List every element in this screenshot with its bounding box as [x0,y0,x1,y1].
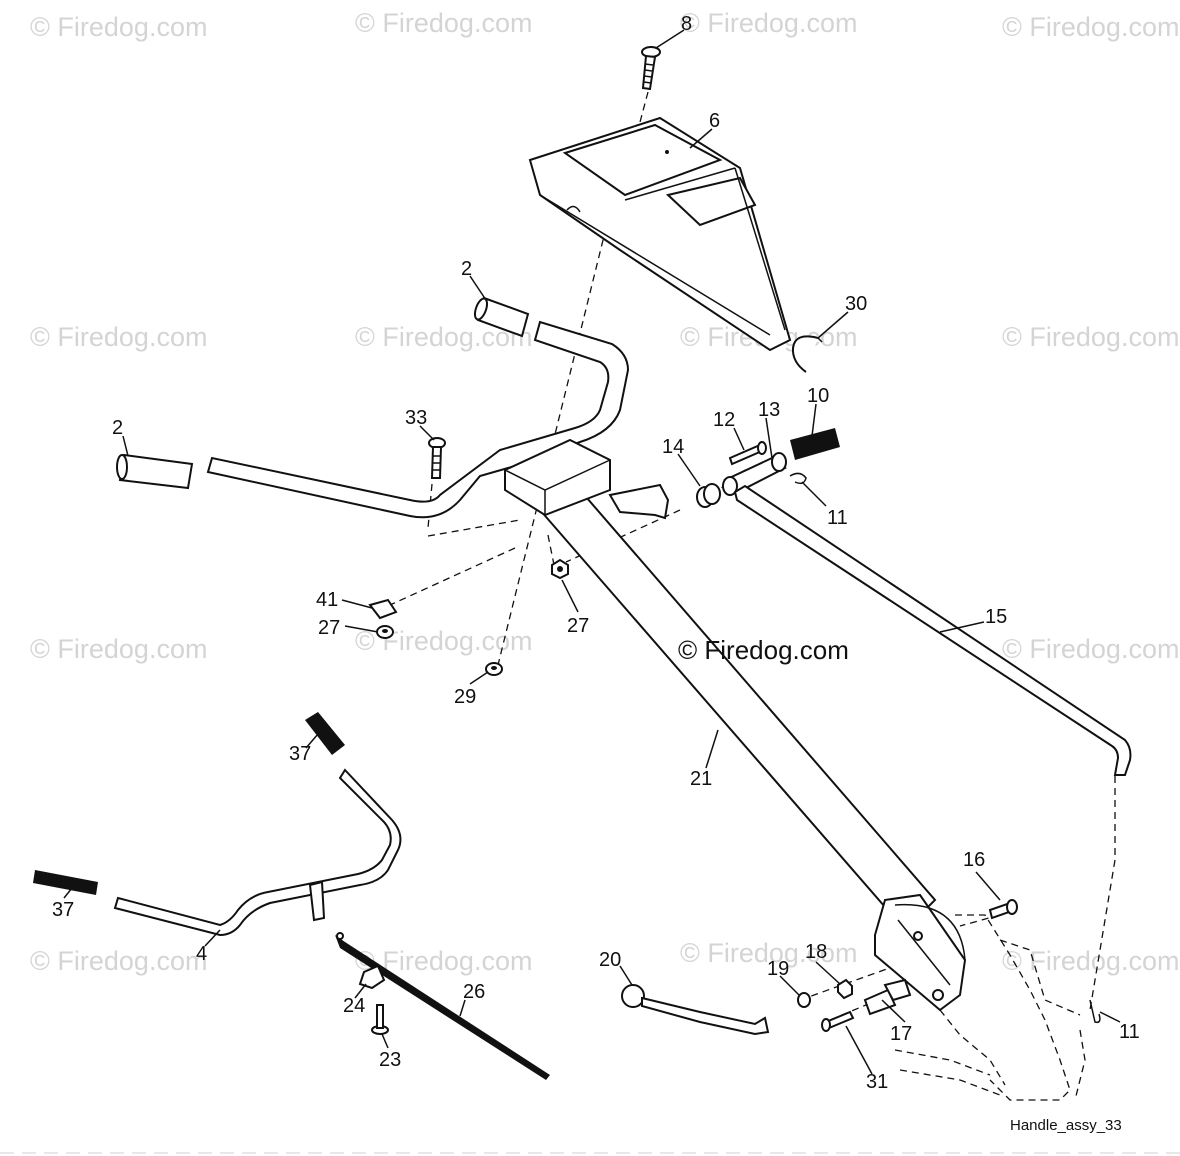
callout-18: 18 [805,941,827,963]
callout-24: 24 [343,995,365,1017]
drive-lever-part-4 [113,768,402,937]
callout-15: 15 [985,606,1007,628]
callout-17: 17 [890,1023,912,1045]
callout-27: 27 [318,617,340,639]
cable-clip-part-41 [368,598,398,620]
callout-27: 27 [567,615,589,637]
carriage-bolt-part-33 [428,437,446,479]
watermark: © Firedog.com [30,12,207,42]
watermark: © Firedog.com [1002,946,1179,976]
shift-lever-part-20 [621,984,770,1036]
watermark: © Firedog.com [680,938,857,968]
callout-37: 37 [289,743,311,765]
clip-part-30 [791,335,823,373]
shift-rod-part-15 [733,484,1132,776]
callout-23: 23 [379,1049,401,1071]
upper-handlebar-tube [206,320,630,519]
pin-part-11-upper [789,472,807,485]
nut-part-27-left [376,625,394,639]
watermark: © Firedog.com [30,946,207,976]
callout-41: 41 [316,589,338,611]
leader-lines [63,29,1121,1075]
callout-31: 31 [866,1071,888,1093]
callout-21: 21 [690,768,712,790]
washer-part-19 [797,992,811,1008]
callout-13: 13 [758,399,780,421]
grip-part-2-left [116,453,194,490]
callout-11: 11 [827,507,848,529]
bracket-part-17 [863,978,912,1016]
callout-4: 4 [196,943,207,965]
watermark: © Firedog.com [355,8,532,38]
callout-11: 11 [1119,1021,1140,1043]
bolt-part-8 [641,46,661,91]
nut-part-27-right [551,558,569,580]
callout-12: 12 [713,409,735,431]
spacer-part-14 [696,483,721,508]
grip-part-37-upper [305,712,345,755]
console-cover-part-6 [528,116,792,352]
bolt-part-23 [371,1004,389,1035]
callout-8: 8 [681,13,692,35]
nut-part-18 [837,978,853,1000]
grip-part-37-left [33,870,98,895]
tiller-frame-outline [894,914,1086,1101]
watermark: © Firedog.com [1002,12,1179,42]
diagram-caption: Handle_assy_33 [1010,1117,1122,1134]
callout-37: 37 [52,899,74,921]
nut-part-29 [485,662,503,676]
callout-30: 30 [845,293,867,315]
bolt-part-12 [728,441,767,466]
shift-knob-grip-part-10 [790,428,840,460]
grip-part-2-upper [473,296,530,338]
watermark: © Firedog.com [1002,634,1179,664]
callout-14: 14 [662,436,684,458]
watermark: © Firedog.com [1002,322,1179,352]
control-cable-part-26 [335,932,550,1080]
callout-2: 2 [112,417,123,439]
watermark: © Firedog.com [30,634,207,664]
main-handle-tube-part-21 [504,438,967,1012]
pin-part-11-lower [1089,999,1101,1024]
bolt-part-16 [988,899,1018,920]
callout-26: 26 [463,981,485,1003]
shift-pivot-part-13 [722,452,787,496]
center-copyright: © Firedog.com [678,635,849,665]
callout-33: 33 [405,407,427,429]
bolt-part-31 [821,1010,855,1032]
callout-10: 10 [807,385,829,407]
callout-20: 20 [599,949,621,971]
callout-29: 29 [454,686,476,708]
watermark-layer: © Firedog.com © Firedog.com © Firedog.co… [30,8,1179,976]
callout-labels: 8 6 2 30 2 33 12 13 10 14 11 41 27 27 29… [52,13,1140,1093]
callout-16: 16 [963,849,985,871]
callout-6: 6 [709,110,720,132]
callout-2: 2 [461,258,472,280]
watermark: © Firedog.com [30,322,207,352]
cable-clamp-part-24 [358,964,386,990]
callout-19: 19 [767,958,789,980]
watermark: © Firedog.com [680,8,857,38]
